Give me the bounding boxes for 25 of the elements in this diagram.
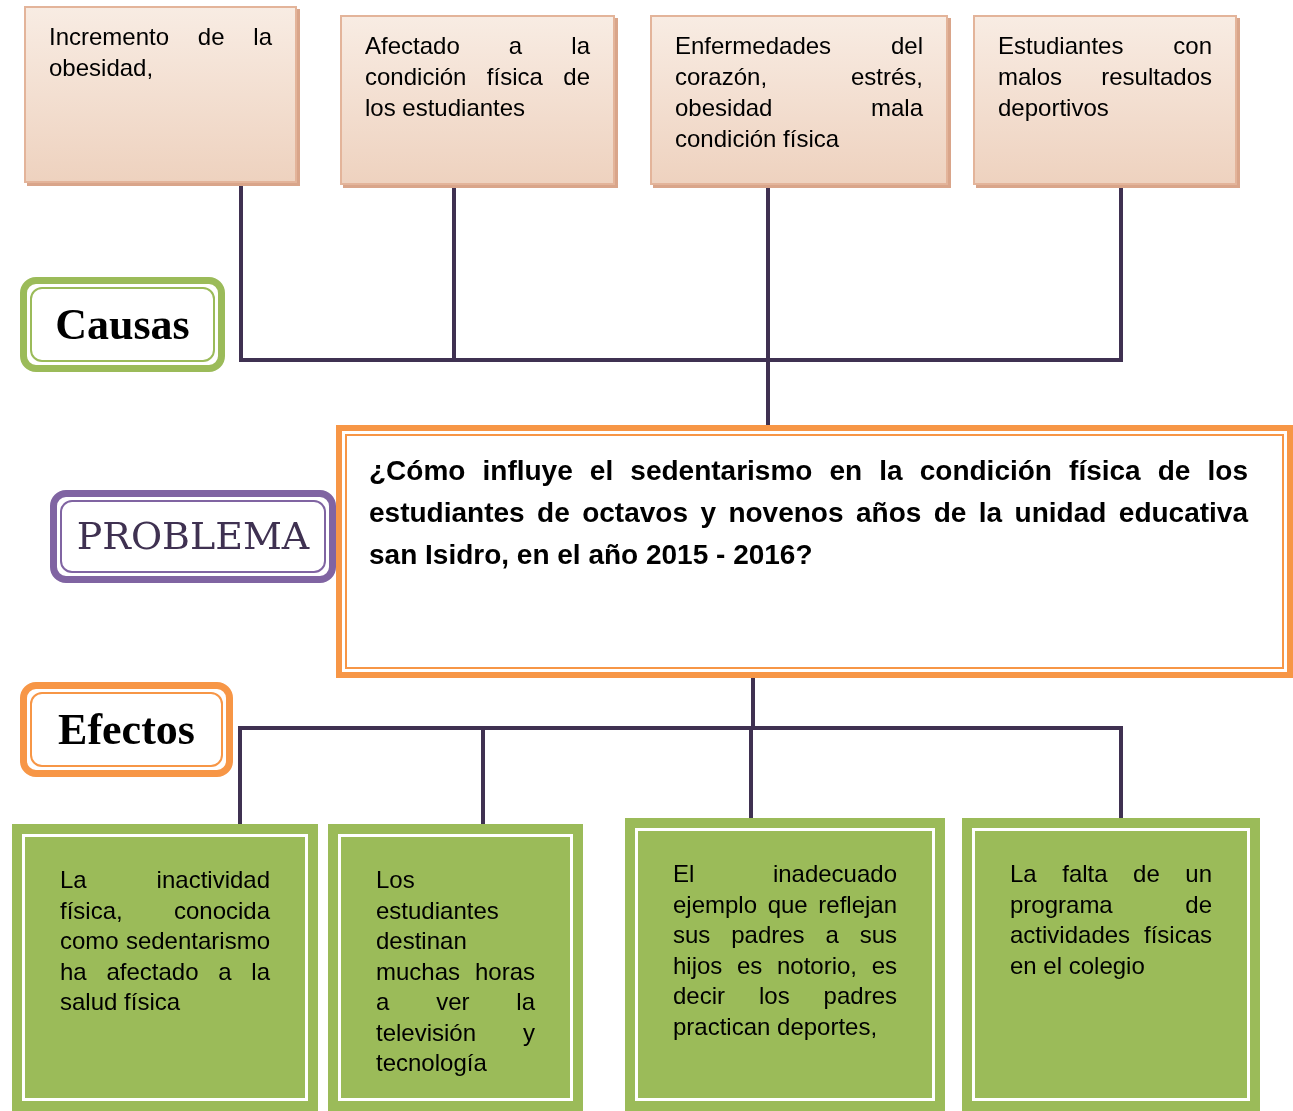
problem-tag — [50, 490, 336, 583]
box-text: Estudiantes con malos resultados deportivos — [998, 32, 1212, 121]
connector-line — [751, 678, 1123, 818]
box-text: ¿Cómo influye el sedentarismo en la condición física de los estudiantes de octavos y novenos años de la unidad educativa san Isidro, en el año 2015 - 2016? — [369, 455, 1248, 570]
box-text: Causas — [55, 298, 190, 351]
cause-box — [973, 15, 1237, 185]
cause-box — [340, 15, 615, 185]
effects-tag — [20, 682, 233, 777]
effect-box — [12, 824, 318, 1111]
box-text: Afectado a la condición física de los estudiantes — [365, 32, 590, 121]
box-text: Los estudiantes destinan muchas horas a ver la televisión y tecnología — [376, 866, 535, 1076]
cause-box — [24, 6, 297, 183]
box-text: Enfermedades del corazón, estrés, obesidad mala condición física — [675, 32, 923, 152]
box-text: La inactividad física, conocida como sedentarismo ha afectado a la salud física — [60, 866, 270, 1015]
effect-box — [962, 818, 1260, 1111]
causes-tag — [20, 277, 225, 372]
box-text: Efectos — [58, 703, 195, 756]
problem-box — [336, 425, 1293, 678]
effect-box — [328, 824, 583, 1111]
box-text: PROBLEMA — [76, 513, 310, 560]
box-text: La falta de un programa de actividades físicas en el colegio — [1010, 860, 1212, 979]
effect-box — [625, 818, 945, 1111]
box-text: Incremento de la obesidad, — [49, 23, 272, 81]
cause-box — [650, 15, 948, 185]
box-text: El inadecuado ejemplo que reflejan sus padres a sus hijos es notorio, es decir los padres practican deportes, — [673, 860, 897, 1040]
